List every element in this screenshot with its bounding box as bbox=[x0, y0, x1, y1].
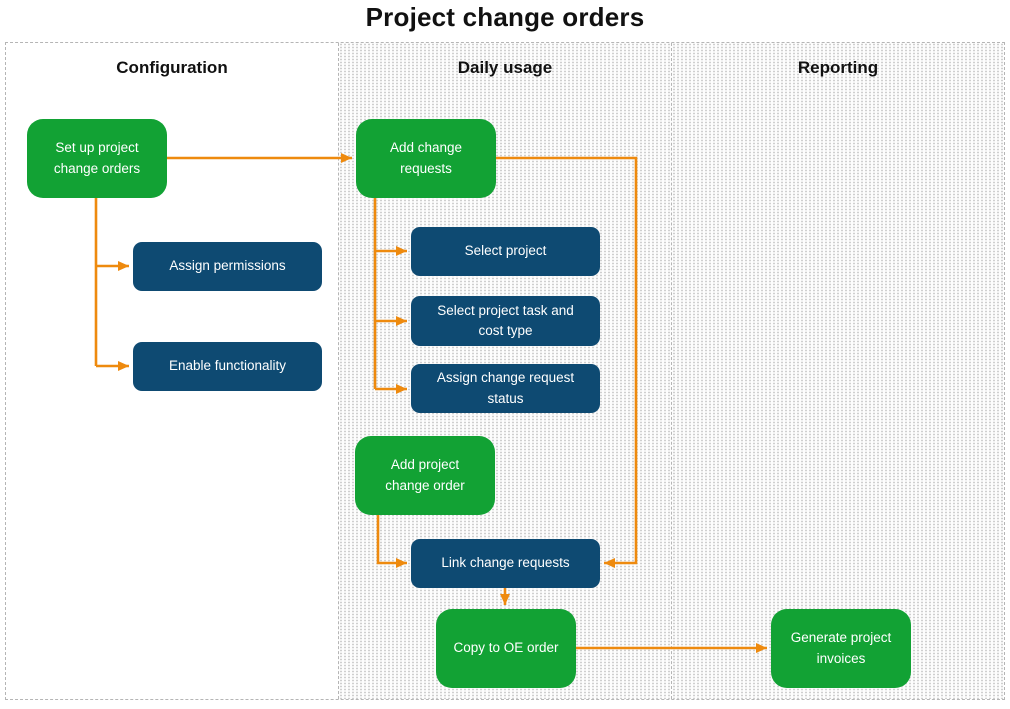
node-label: Generate project invoices bbox=[790, 630, 892, 666]
node-label: Add project change order bbox=[385, 457, 465, 493]
node-label: Assign permissions bbox=[169, 258, 286, 274]
node-generate-project-invoices: Generate project invoices bbox=[771, 609, 911, 688]
node-select-project: Select project bbox=[411, 227, 600, 276]
column-configuration: Configuration bbox=[6, 43, 338, 699]
column-reporting: Reporting bbox=[671, 43, 1004, 699]
node-label: Link change requests bbox=[441, 555, 570, 571]
node-label: Enable functionality bbox=[168, 358, 287, 374]
node-set-up-project-change-orders: Set up project change orders bbox=[27, 119, 167, 198]
column-header-daily-usage: Daily usage bbox=[457, 58, 553, 77]
node-add-project-change-order: Add project change order bbox=[355, 436, 495, 515]
node-label: Select project task and cost type bbox=[437, 302, 574, 338]
node-select-project-task-and-cost-type: Select project task and cost type bbox=[411, 296, 600, 346]
diagram-title: Project change orders bbox=[365, 2, 645, 32]
node-add-change-requests: Add change requests bbox=[356, 119, 496, 198]
node-copy-to-oe-order: Copy to OE order bbox=[436, 609, 576, 688]
node-label: Select project bbox=[464, 243, 547, 259]
node-label: Set up project change orders bbox=[53, 140, 141, 176]
node-label: Copy to OE order bbox=[453, 640, 559, 656]
node-enable-functionality: Enable functionality bbox=[133, 342, 322, 391]
node-assign-permissions: Assign permissions bbox=[133, 242, 322, 291]
node-assign-change-request-status: Assign change request status bbox=[411, 364, 600, 413]
node-label: Add change requests bbox=[389, 140, 463, 176]
node-link-change-requests: Link change requests bbox=[411, 539, 600, 588]
column-header-configuration: Configuration bbox=[116, 58, 228, 77]
column-header-reporting: Reporting bbox=[797, 58, 879, 77]
node-label: Assign change request status bbox=[436, 370, 575, 406]
